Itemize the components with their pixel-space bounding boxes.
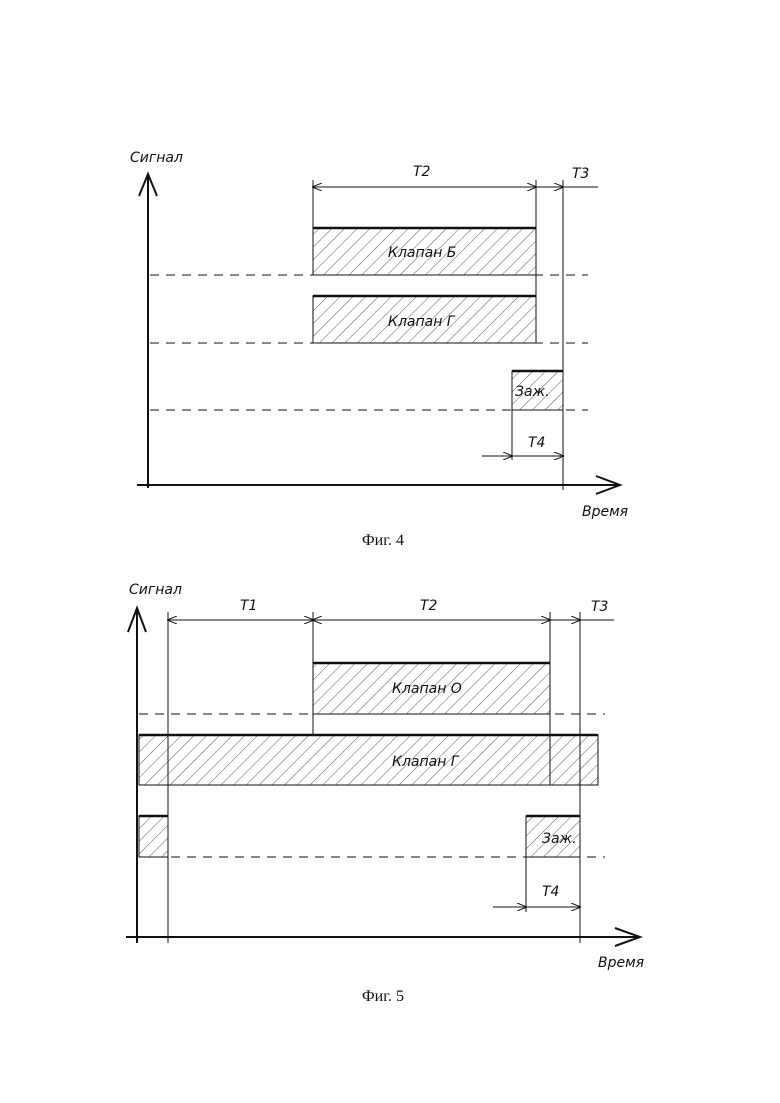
fig5-y-axis-label: Сигнал: [129, 582, 182, 598]
fig5-valve-g-bar: [139, 735, 598, 785]
fig4-caption: Фиг. 4: [362, 532, 404, 549]
fig5-ignition-bar-start: [139, 816, 168, 857]
fig4-t3-label: T3: [572, 166, 589, 182]
fig5-caption: Фиг. 5: [362, 988, 404, 1005]
fig4-valve-g-label: Клапан Г: [388, 314, 456, 330]
fig5-valve-g-label: Клапан Г: [392, 754, 460, 770]
fig5-t3-label: T3: [591, 599, 608, 615]
figure-4: Сигнал Время Клапан Б Клапан Г Заж. T2 T…: [130, 150, 628, 549]
fig5-t4-label: T4: [542, 884, 559, 900]
fig5-t1-label: T1: [240, 598, 257, 614]
fig4-x-axis-label: Время: [582, 504, 628, 520]
fig5-ignition-label: Заж.: [542, 831, 577, 847]
fig5-x-axis-label: Время: [598, 955, 644, 971]
fig4-t4-label: T4: [528, 435, 545, 451]
figure-5: Сигнал Время Клапан О Клапан Г Заж. T1 T…: [126, 582, 644, 1005]
fig5-valve-o-label: Клапан О: [392, 681, 462, 697]
fig4-t2-label: T2: [413, 164, 431, 180]
fig5-t2-label: T2: [420, 598, 438, 614]
fig4-y-axis-label: Сигнал: [130, 150, 183, 166]
fig4-ignition-label: Заж.: [515, 384, 550, 400]
fig4-valve-b-label: Клапан Б: [388, 245, 456, 261]
